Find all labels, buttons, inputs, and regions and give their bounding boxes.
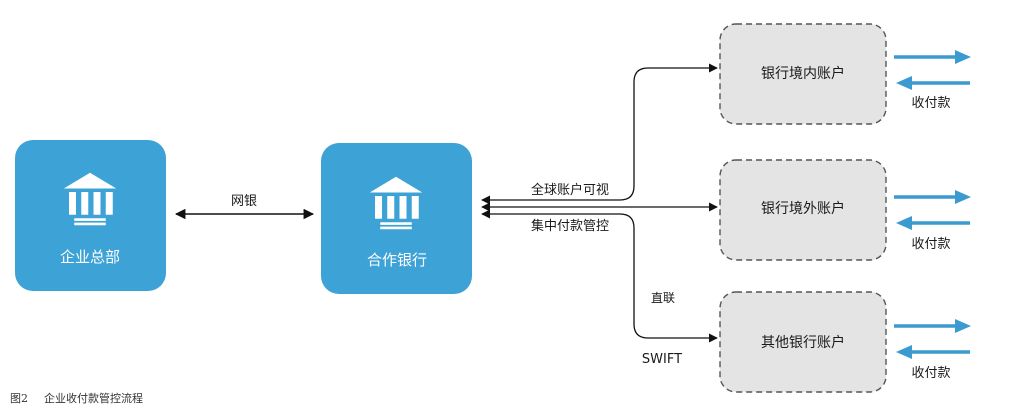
other-account-node: 其他银行账户 [719,291,887,393]
direct-link-label: 直联 [651,291,675,305]
outgoing-arrow-icon [955,50,971,64]
overseas-flow: 收付款 [894,190,971,252]
other-connector [481,209,718,343]
incoming-arrow-icon [896,345,912,359]
other-flow-label: 收付款 [911,366,950,381]
overseas-flow-label: 收付款 [911,237,950,252]
online-banking-label: 网银 [231,194,257,209]
global-visibility-label: 全球账户可视 [531,182,609,198]
overseas-account-node: 银行境外账户 [719,159,887,261]
domestic-connector [481,63,718,205]
centralized-control-label: 集中付款管控 [531,218,609,234]
outgoing-arrow-icon [955,319,971,333]
hq-node: 企业总部 [15,140,166,291]
outgoing-arrow-icon [955,190,971,204]
domestic-account-label: 银行境内账户 [761,65,845,82]
incoming-arrow-icon [896,216,912,230]
domestic-flow: 收付款 [894,50,971,111]
caption-number: 图2 [10,392,28,405]
figure-caption: 图2 企业收付款管控流程 [10,391,143,405]
domestic-account-node: 银行境内账户 [719,23,887,125]
caption-text: 企业收付款管控流程 [44,391,143,405]
other-flow: 收付款 [894,319,971,381]
bank-label: 合作银行 [367,251,427,269]
bank-node: 合作银行 [321,143,472,294]
other-account-label: 其他银行账户 [761,334,845,351]
hq-label: 企业总部 [60,248,120,266]
incoming-arrow-icon [896,76,912,90]
domestic-flow-label: 收付款 [911,96,950,111]
overseas-account-label: 银行境外账户 [761,200,845,217]
swift-label: SWIFT [642,352,682,367]
